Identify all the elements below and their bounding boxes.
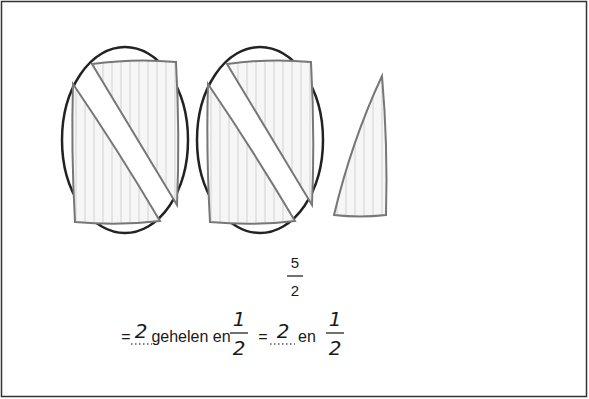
equals-sign: =: [121, 329, 130, 345]
bread-half: [334, 76, 387, 217]
group-ellipse: [62, 47, 188, 233]
answer-numerator: 1: [233, 309, 246, 329]
answer-dots: [131, 343, 152, 344]
answer-denominator: 2: [233, 338, 246, 358]
fraction-bar: [230, 332, 248, 333]
bread-half: [227, 60, 313, 205]
denominator: 2: [291, 283, 299, 298]
numerator: 5: [291, 255, 299, 270]
sentence-text: gehelen en: [151, 329, 230, 345]
answer-numerator: 1: [329, 309, 342, 329]
answer-denominator: 2: [329, 338, 342, 358]
equals-sign: =: [258, 329, 267, 345]
fraction-bar: [326, 332, 344, 333]
group-ellipse: [197, 47, 323, 233]
answer-number: 2: [135, 321, 148, 341]
bread-half: [92, 60, 178, 205]
sentence-text: en: [298, 329, 316, 345]
answer-number: 2: [277, 321, 290, 341]
answer-dots: [270, 343, 295, 344]
fraction-bar: [287, 275, 303, 276]
